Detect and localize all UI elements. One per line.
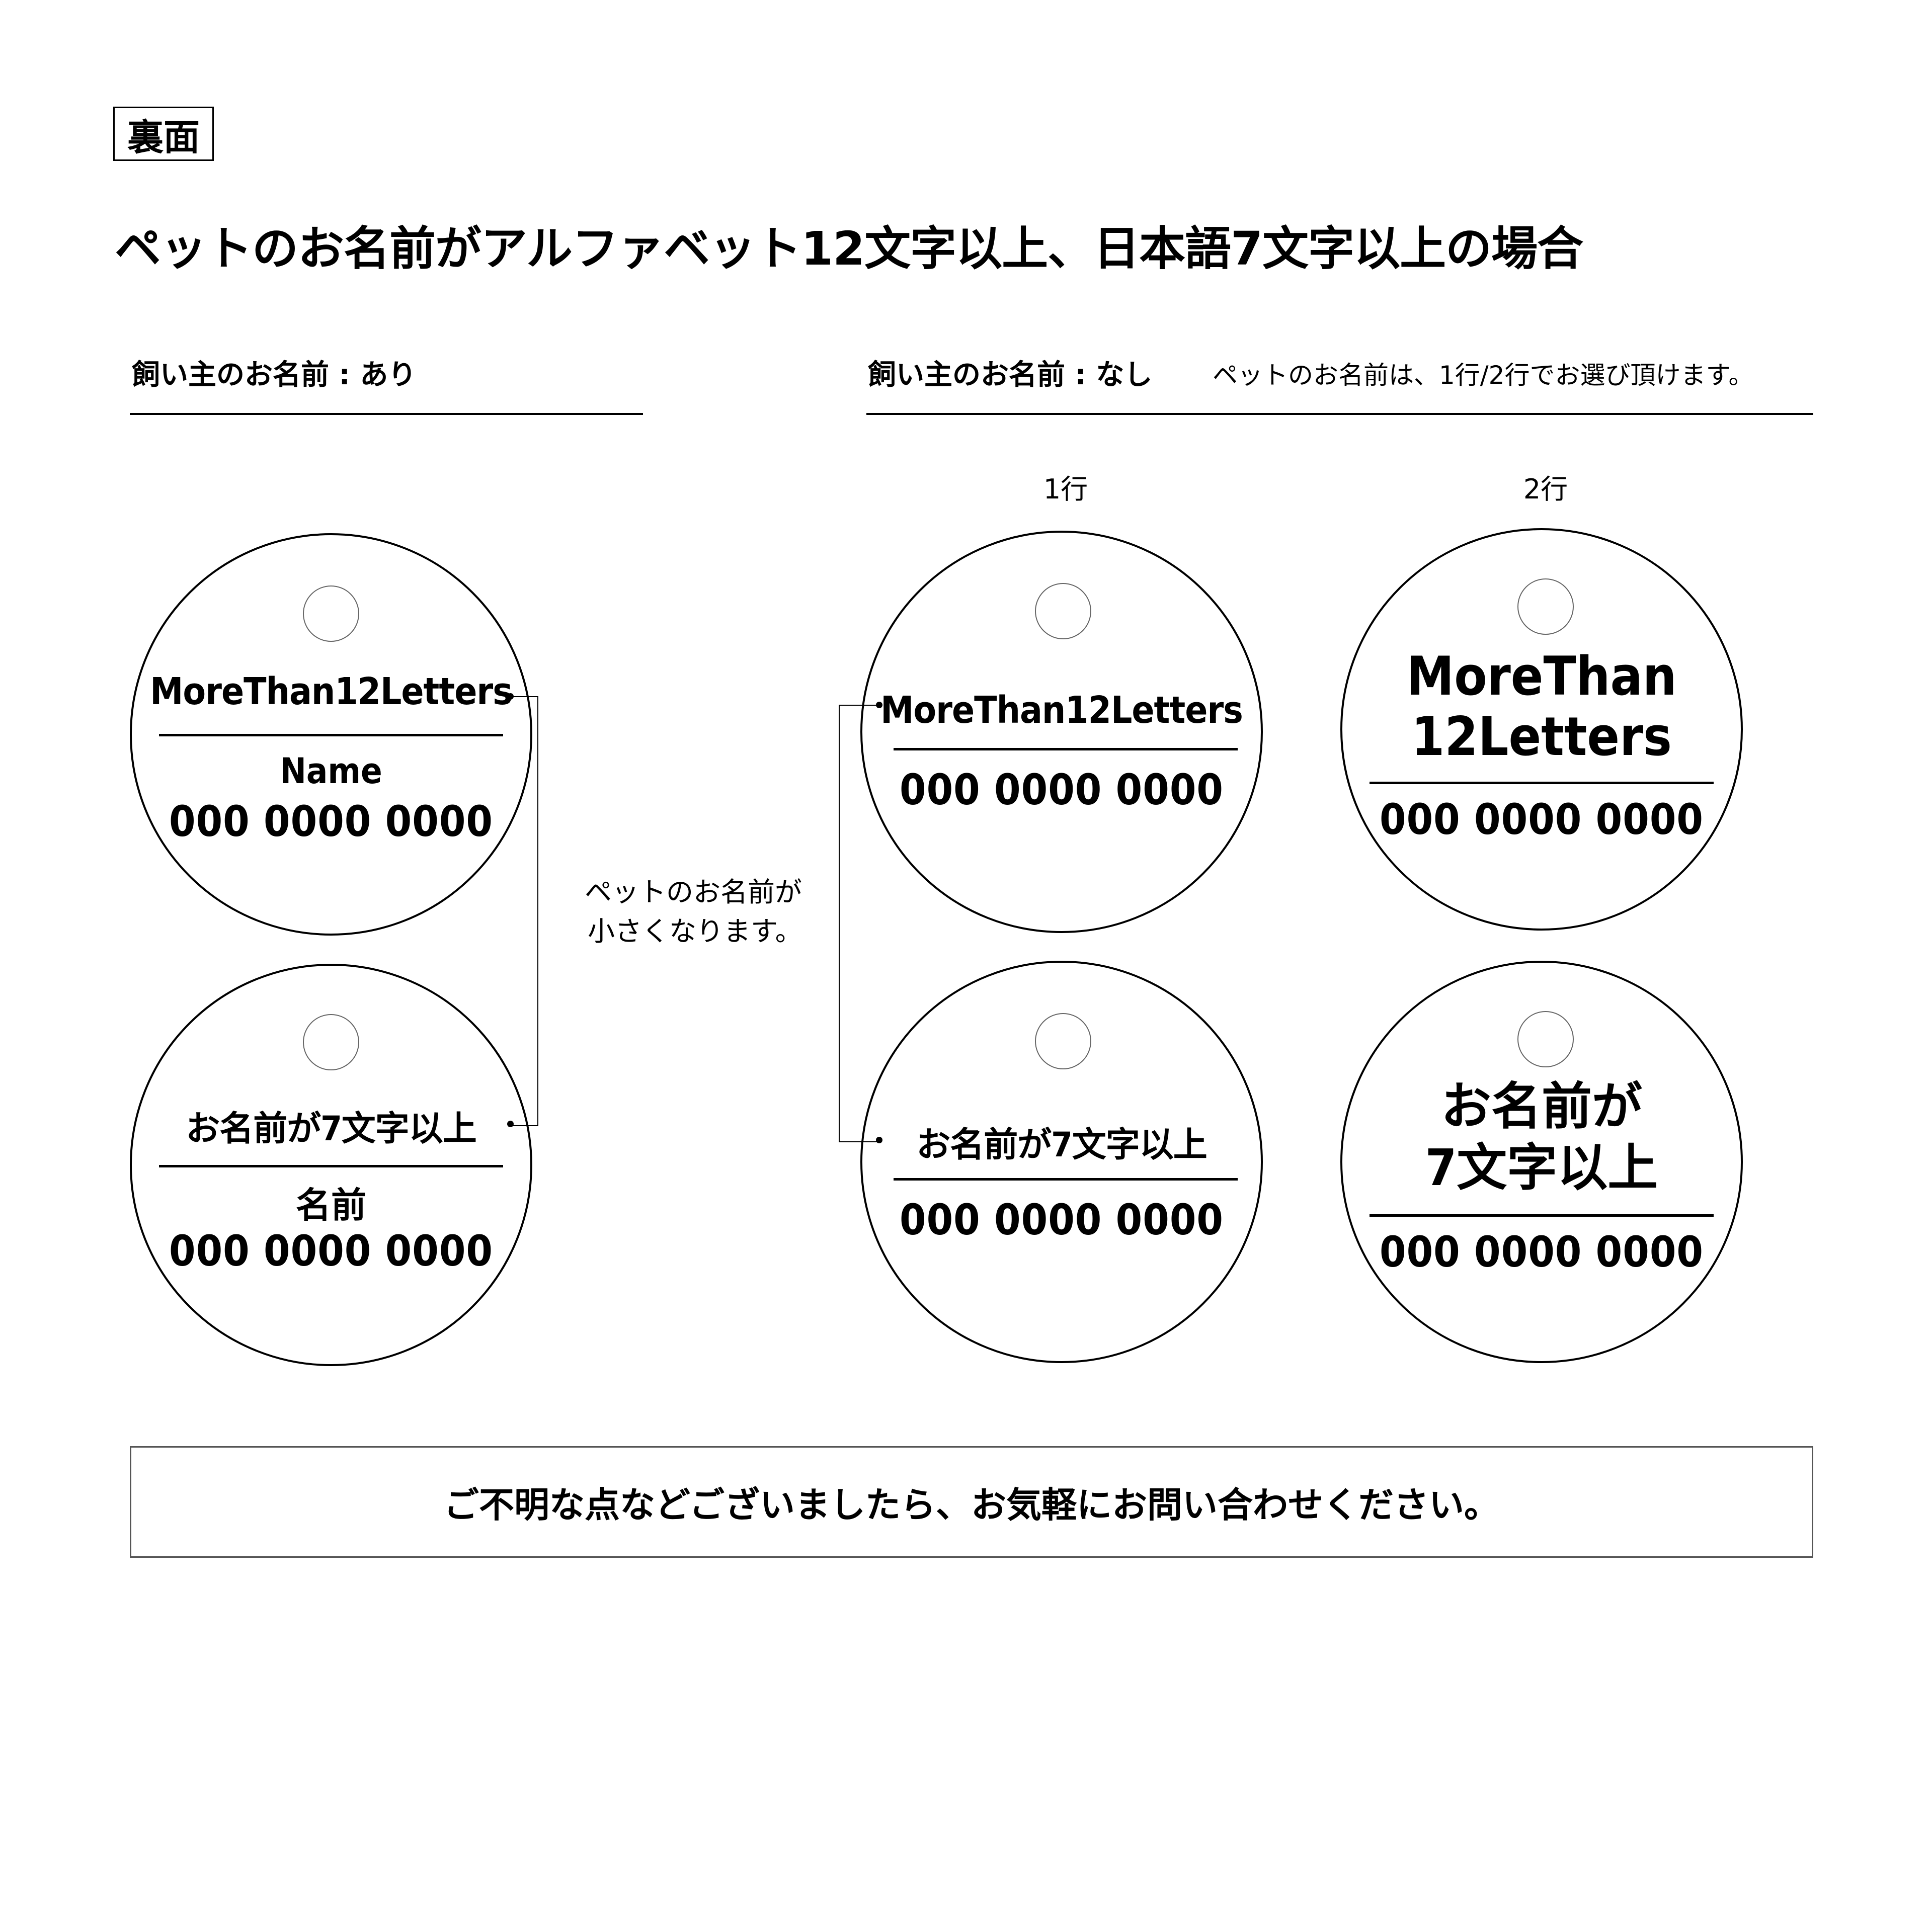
annotation-line2: 小さくなります。 [588, 915, 802, 948]
pet-name: MoreThan12Letters [880, 689, 1243, 732]
annotation-size-note: ペットのお名前が 小さくなります。 [585, 873, 802, 952]
contact-message-box: ご不明な点などございましたら、お気軽にお問い合わせください。 [130, 1446, 1813, 1558]
pet-name: お名前が7文字以上 [186, 1109, 477, 1149]
tag-divider [159, 1165, 503, 1167]
section-divider-owner-yes [130, 413, 643, 415]
side-badge: 裏面 [113, 107, 214, 161]
section-label-owner-no: 飼い主のお名前 : なし [868, 359, 1153, 391]
owner-name: 名前 [296, 1185, 366, 1226]
column-label-2line: 2行 [1523, 473, 1568, 505]
tag-owner-yes-ja: お名前が7文字以上 名前 000 0000 0000 [130, 964, 532, 1366]
section-label-owner-yes: 飼い主のお名前 : あり [132, 359, 417, 391]
section-divider-owner-no [866, 413, 1813, 415]
pet-name-line2: 12Letters [1411, 706, 1672, 768]
tag-hole [1035, 1013, 1091, 1069]
tag-owner-yes-alpha: MoreThan12Letters Name 000 0000 0000 [130, 533, 532, 936]
annotation-line1: ペットのお名前が [585, 876, 802, 908]
tag-owner-no-2line-ja: お名前が 7文字以上 000 0000 0000 [1340, 961, 1743, 1363]
contact-message: ご不明な点などございましたら、お気軽にお問い合わせください。 [444, 1484, 1499, 1526]
leader-bracket-right [839, 705, 880, 1142]
owner-name: Name [280, 750, 382, 792]
phone-number: 000 0000 0000 [169, 1226, 493, 1276]
tag-divider [894, 1178, 1238, 1181]
phone-number: 000 0000 0000 [169, 797, 493, 846]
section-note-line-choice: ペットのお名前は、1行/2行でお選び頂けます。 [1213, 361, 1754, 390]
tag-hole [303, 585, 359, 642]
tag-hole [1517, 578, 1574, 635]
pet-name-line1: お名前が [1441, 1077, 1642, 1136]
tag-owner-no-1line-ja: お名前が7文字以上 000 0000 0000 [860, 961, 1263, 1363]
phone-number: 000 0000 0000 [900, 1195, 1224, 1244]
page-title: ペットのお名前がアルファベット12文字以上、日本語7文字以上の場合 [115, 222, 1583, 276]
phone-number: 000 0000 0000 [900, 765, 1224, 814]
tag-hole [303, 1014, 359, 1070]
tag-divider [1370, 782, 1714, 784]
tag-owner-no-2line-alpha: MoreThan 12Letters 000 0000 0000 [1340, 528, 1743, 931]
column-label-1line: 1行 [1043, 473, 1088, 505]
tag-divider [1370, 1214, 1714, 1217]
pet-name-line2: 7文字以上 [1425, 1138, 1658, 1197]
leader-bracket-left [510, 696, 538, 1126]
phone-number: 000 0000 0000 [1380, 795, 1704, 844]
pet-name-line1: MoreThan [1406, 645, 1677, 707]
tag-owner-no-1line-alpha: MoreThan12Letters 000 0000 0000 [860, 531, 1263, 933]
pet-name: MoreThan12Letters [150, 670, 513, 713]
tag-divider [159, 734, 503, 736]
tag-hole [1035, 583, 1091, 639]
tag-divider [894, 748, 1238, 750]
phone-number: 000 0000 0000 [1380, 1227, 1704, 1277]
pet-name: お名前が7文字以上 [916, 1125, 1208, 1165]
tag-hole [1517, 1011, 1574, 1067]
